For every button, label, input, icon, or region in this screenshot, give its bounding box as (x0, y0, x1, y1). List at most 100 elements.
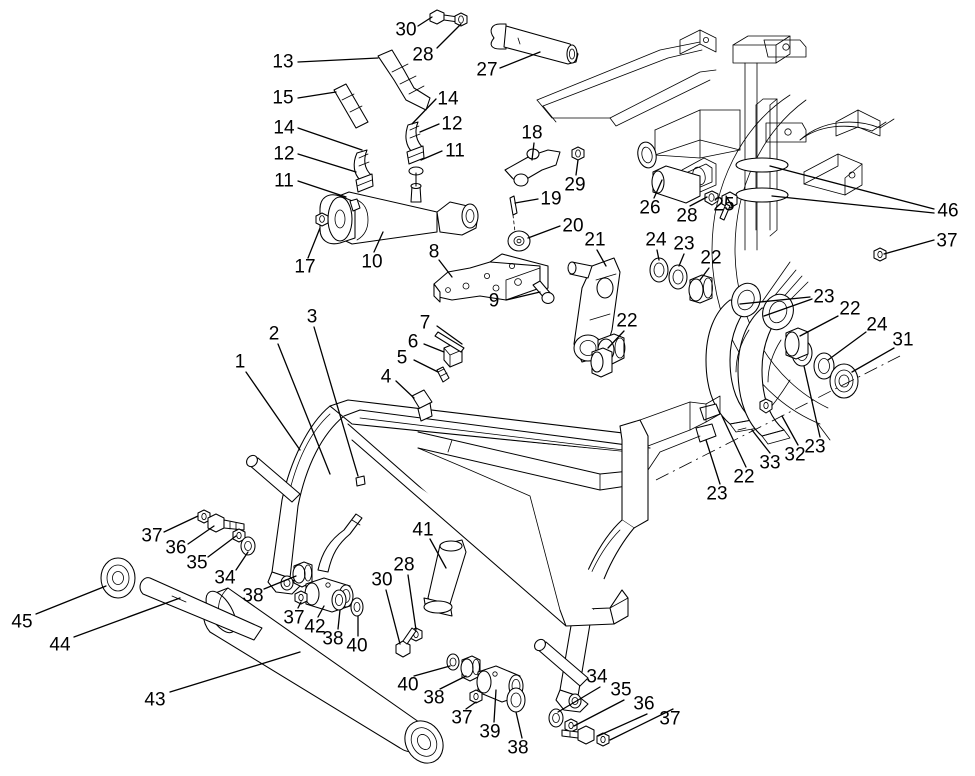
part-9-pin (532, 280, 555, 305)
callout-number-14: 14 (273, 117, 295, 139)
callout-number-36: 36 (165, 537, 187, 559)
part-28-nut-top (454, 12, 468, 27)
callout-number-27: 27 (476, 59, 498, 81)
part-14-elbow-right (405, 121, 425, 165)
callout-number-34: 34 (586, 666, 608, 688)
part-22-bushing-d (590, 347, 613, 378)
part-30-bolt-b (395, 627, 417, 658)
callout-number-20: 20 (562, 215, 584, 237)
callout-number-37: 37 (936, 230, 958, 252)
callout-number-34: 34 (214, 567, 236, 589)
callout-number-18: 18 (521, 122, 543, 144)
part-30-bolt-top (429, 9, 459, 25)
callout-number-23: 23 (673, 233, 695, 255)
callout-number-37: 37 (141, 525, 163, 547)
part-40-washer-b (446, 653, 460, 671)
part-32-washer (699, 403, 721, 421)
part-27-pipe (490, 23, 579, 65)
callout-number-37: 37 (659, 708, 681, 730)
part-37-nut-a (873, 247, 887, 262)
callout-number-24: 24 (866, 314, 888, 336)
callout-number-40: 40 (346, 635, 368, 657)
part-22-bushing-c (784, 327, 809, 360)
part-37-nut-b (197, 509, 211, 524)
part-23-washer-c (695, 423, 717, 443)
part-31-bearing (829, 363, 859, 399)
callout-number-8: 8 (428, 241, 440, 263)
callout-number-40: 40 (397, 674, 419, 696)
callout-number-2: 2 (268, 323, 280, 345)
callout-number-28: 28 (412, 44, 434, 66)
callout-number-6: 6 (407, 331, 419, 353)
part-22-bushing-e (737, 427, 747, 431)
callout-number-23: 23 (813, 286, 835, 308)
part-13-hose (377, 49, 431, 111)
part-15-fitting (333, 83, 369, 129)
callout-number-32: 32 (784, 444, 806, 466)
main-frame-group (246, 395, 721, 713)
callout-number-37: 37 (451, 707, 473, 729)
callout-number-10: 10 (361, 251, 383, 273)
callout-number-46: 46 (937, 200, 959, 222)
callout-number-1: 1 (234, 351, 246, 373)
part-28-nut-b (704, 190, 719, 206)
part-7-rod (434, 331, 465, 353)
callout-number-17: 17 (294, 256, 316, 278)
callout-number-30: 30 (395, 19, 417, 41)
callout-number-38: 38 (423, 687, 445, 709)
part-36-bolt-b (561, 725, 595, 745)
callout-number-22: 22 (733, 466, 755, 488)
part-4-fitting (411, 389, 433, 422)
callout-number-21: 21 (584, 229, 606, 251)
part-18-link (504, 148, 561, 187)
callout-number-23: 23 (706, 483, 728, 505)
part-8-bracket (433, 253, 549, 303)
leader-lines (35, 16, 935, 741)
callout-number-36: 36 (633, 693, 655, 715)
part-10-cylinder (319, 172, 479, 245)
callout-number-33: 33 (759, 452, 781, 474)
callout-number-41: 41 (412, 519, 434, 541)
callout-number-42: 42 (304, 616, 326, 638)
callout-number-23: 23 (804, 436, 826, 458)
callout-number-11: 11 (445, 140, 465, 162)
callout-number-43: 43 (144, 689, 166, 711)
callout-number-30: 30 (371, 569, 393, 591)
callout-number-38: 38 (242, 585, 264, 607)
callout-number-4: 4 (380, 366, 392, 388)
part-46-rings (735, 157, 789, 203)
callout-number-13: 13 (272, 51, 294, 73)
part-21-lever (567, 257, 621, 363)
callout-number-12: 12 (441, 113, 463, 135)
part-45-bearing (100, 557, 136, 599)
callout-number-22: 22 (616, 310, 638, 332)
callout-number-37: 37 (283, 607, 305, 629)
yoke-arms-group (705, 282, 794, 445)
part-37-nut-d (469, 689, 483, 704)
part-37-nut-e (596, 732, 610, 747)
part-17-fitting (315, 212, 329, 227)
callout-number-38: 38 (507, 737, 529, 759)
part-22-bushing-b (688, 274, 713, 304)
callout-number-44: 44 (49, 634, 71, 656)
part-26-tube (651, 165, 701, 204)
callout-number-5: 5 (396, 347, 408, 369)
part-40-washer-a (350, 597, 364, 617)
part-3-pin (355, 475, 366, 487)
part-19-pin (509, 195, 518, 233)
callout-number-24: 24 (645, 229, 667, 251)
part-34-washer-b (548, 708, 564, 728)
callout-number-9: 9 (488, 290, 500, 312)
callout-number-22: 22 (700, 247, 722, 269)
callout-number-38: 38 (322, 628, 344, 650)
part-24-washer-a (649, 257, 669, 283)
part-23-washer-a (668, 264, 688, 290)
part-41-post (423, 539, 467, 617)
part-20-washer (507, 230, 531, 252)
part-38-bushing-a (292, 561, 313, 588)
callout-number-45: 45 (11, 611, 33, 633)
part-38-bushing-c (460, 655, 481, 682)
callout-number-11: 11 (274, 170, 294, 192)
